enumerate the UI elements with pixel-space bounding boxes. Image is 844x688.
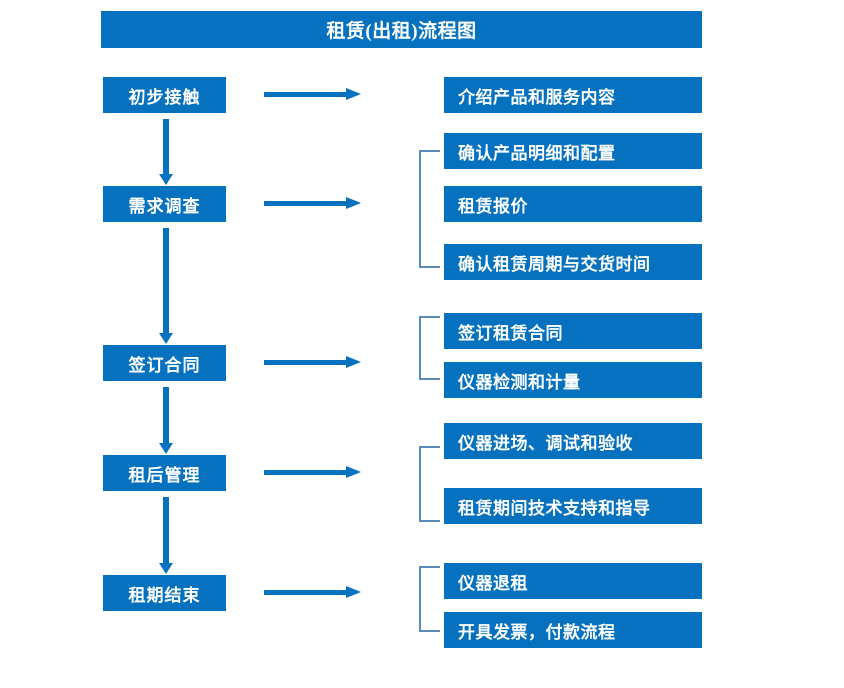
detail-box-6[interactable]: 仪器检测和计量 xyxy=(444,362,702,398)
down-arrow-2-head xyxy=(159,333,173,344)
right-arrow-2-shaft xyxy=(264,201,348,206)
detail-box-7[interactable]: 仪器进场、调试和验收 xyxy=(444,423,702,459)
down-arrow-2-shaft xyxy=(163,228,169,333)
right-arrow-5-head xyxy=(346,586,361,598)
down-arrow-3-shaft xyxy=(163,387,169,443)
right-arrow-3-head xyxy=(346,356,361,368)
right-arrow-1-head xyxy=(346,88,361,100)
down-arrow-1-head xyxy=(159,174,173,185)
down-arrow-3-head xyxy=(159,443,173,454)
down-arrow-3 xyxy=(158,387,174,454)
right-arrow-2 xyxy=(264,195,361,213)
right-arrow-5 xyxy=(264,584,361,602)
detail-box-4[interactable]: 确认租赁周期与交货时间 xyxy=(444,244,702,280)
down-arrow-4-shaft xyxy=(163,497,169,563)
stage-box-2[interactable]: 需求调查 xyxy=(103,186,226,222)
detail-box-9[interactable]: 仪器退租 xyxy=(444,563,702,599)
detail-box-3[interactable]: 租赁报价 xyxy=(444,186,702,222)
right-arrow-3-shaft xyxy=(264,360,348,365)
detail-box-1[interactable]: 介绍产品和服务内容 xyxy=(444,77,702,113)
right-arrow-5-shaft xyxy=(264,590,348,595)
down-arrow-1-shaft xyxy=(163,119,169,174)
right-arrow-2-head xyxy=(346,197,361,209)
group-bracket-2 xyxy=(419,150,440,268)
stage-box-3[interactable]: 签订合同 xyxy=(103,345,226,381)
stage-box-1[interactable]: 初步接触 xyxy=(103,77,226,113)
detail-box-2[interactable]: 确认产品明细和配置 xyxy=(444,133,702,169)
down-arrow-1 xyxy=(158,119,174,185)
stage-box-4[interactable]: 租后管理 xyxy=(103,455,226,491)
down-arrow-4-head xyxy=(159,563,173,574)
group-bracket-3 xyxy=(419,316,440,380)
right-arrow-1 xyxy=(264,86,361,104)
down-arrow-4 xyxy=(158,497,174,574)
right-arrow-4-shaft xyxy=(264,470,348,475)
right-arrow-3 xyxy=(264,354,361,372)
down-arrow-2 xyxy=(158,228,174,344)
stage-box-5[interactable]: 租期结束 xyxy=(103,575,226,611)
detail-box-8[interactable]: 租赁期间技术支持和指导 xyxy=(444,488,702,524)
right-arrow-4 xyxy=(264,464,361,482)
group-bracket-4 xyxy=(419,446,440,522)
right-arrow-1-shaft xyxy=(264,92,348,97)
detail-box-5[interactable]: 签订租赁合同 xyxy=(444,313,702,349)
flowchart-title: 租赁(出租)流程图 xyxy=(101,11,702,48)
group-bracket-5 xyxy=(419,566,440,632)
detail-box-10[interactable]: 开具发票，付款流程 xyxy=(444,612,702,648)
right-arrow-4-head xyxy=(346,466,361,478)
